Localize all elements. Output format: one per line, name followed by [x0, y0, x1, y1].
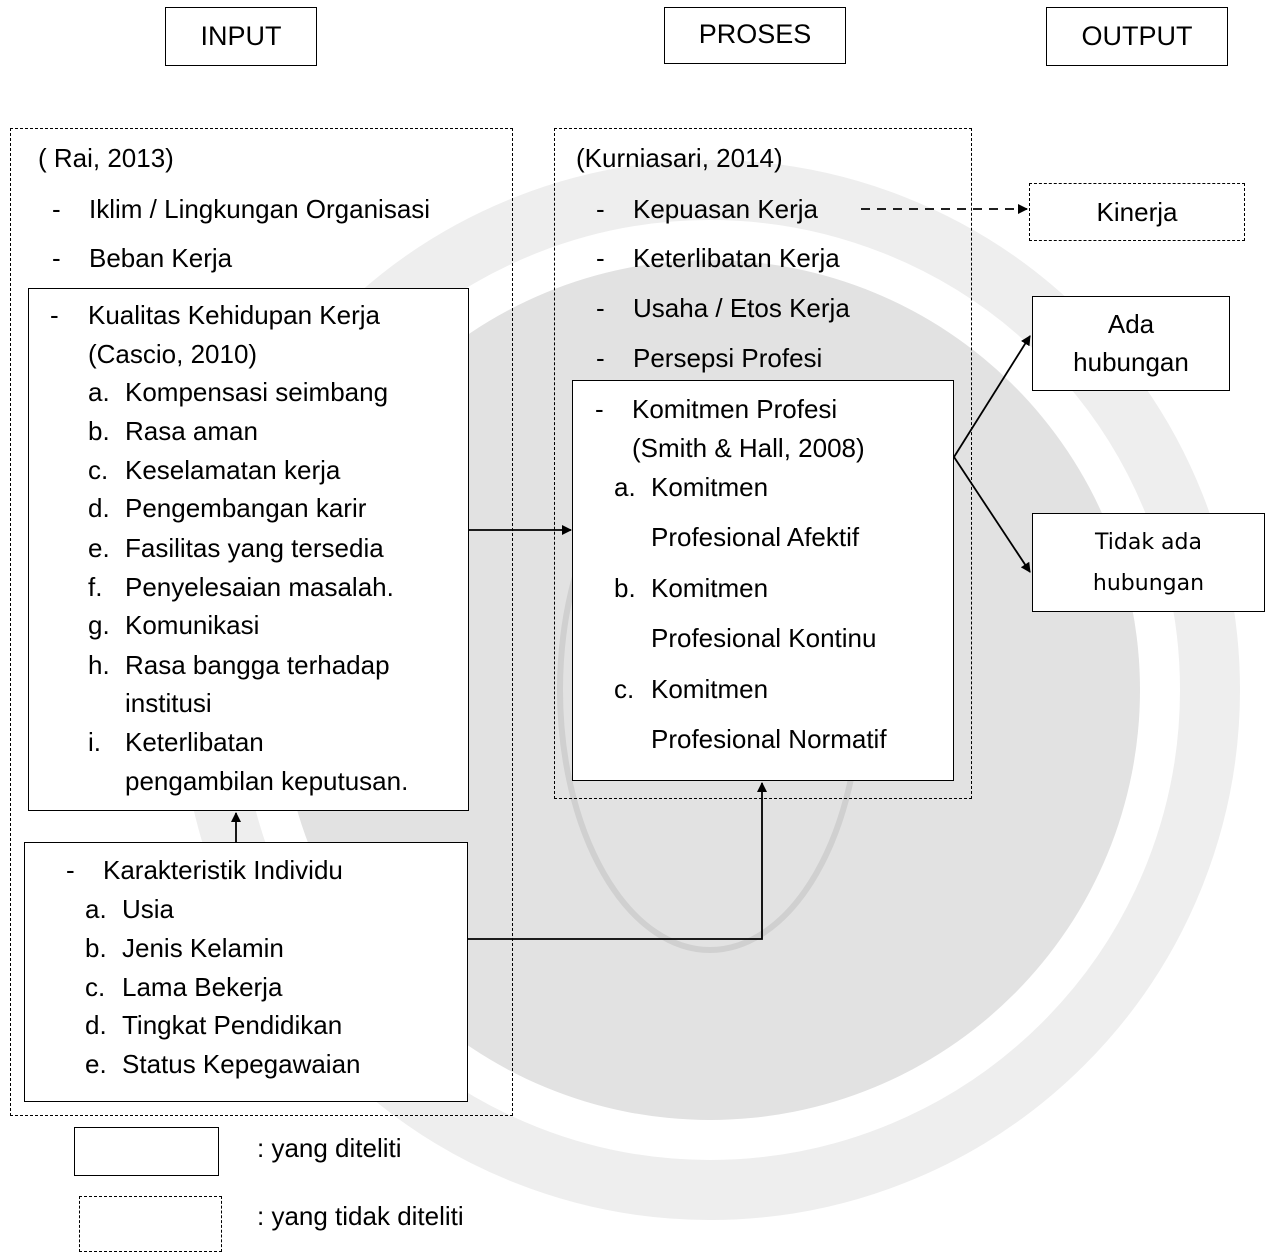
list-letter: c. [88, 455, 109, 485]
legend-solid-box [74, 1127, 219, 1176]
proses-item: Kepuasan Kerja [633, 194, 819, 224]
list-letter: a. [614, 472, 636, 502]
list-item: Tingkat Pendidikan [122, 1010, 343, 1040]
list-item-continued: Profesional Kontinu [651, 623, 877, 653]
list-item: Penyelesaian masalah. [125, 572, 394, 602]
proses-source: (Kurniasari, 2014) [576, 143, 783, 173]
list-letter: a. [88, 377, 110, 407]
list-letter: d. [88, 493, 110, 523]
list-letter: i. [88, 727, 101, 757]
dash: - [596, 194, 605, 224]
list-item: Keselamatan kerja [125, 455, 341, 485]
komitmen-box [572, 380, 954, 781]
list-letter: b. [614, 573, 636, 603]
list-item: Rasa aman [125, 416, 258, 446]
arrow-to-ada-hubungan [953, 335, 1031, 458]
list-item-continued: pengambilan keputusan. [125, 766, 409, 796]
list-letter: b. [88, 416, 110, 446]
list-item: Lama Bekerja [122, 972, 283, 1002]
ada-hubungan-box: Ada hubungan [1032, 296, 1230, 391]
legend-diteliti-label: : yang diteliti [257, 1133, 402, 1163]
list-item: Kompensasi seimbang [125, 377, 389, 407]
output-header-label: OUTPUT [1081, 21, 1193, 51]
individu-title: Karakteristik Individu [103, 855, 343, 885]
list-letter: g. [88, 610, 110, 640]
list-item-continued: Profesional Afektif [651, 522, 860, 552]
input-header-box: INPUT [165, 7, 317, 66]
list-letter: h. [88, 650, 110, 680]
list-item: Pengembangan karir [125, 493, 367, 523]
dash: - [596, 343, 605, 373]
proses-header-box: PROSES [664, 7, 846, 64]
input-source: ( Rai, 2013) [38, 143, 174, 173]
list-item: Usia [122, 894, 175, 924]
list-item: Status Kepegawaian [122, 1049, 361, 1079]
tidak-label-line1: Tidak ada [1095, 530, 1202, 555]
list-item-continued: institusi [125, 688, 212, 718]
list-item: Fasilitas yang tersedia [125, 533, 384, 563]
list-item: Komitmen [651, 674, 769, 704]
dash: - [50, 300, 59, 330]
ada-label-line1: Ada [1107, 309, 1155, 339]
input-item: Beban Kerja [89, 243, 233, 273]
list-letter: b. [85, 933, 107, 963]
input-header-label: INPUT [200, 21, 282, 51]
legend-dashed-box [79, 1196, 222, 1252]
proses-item: Usaha / Etos Kerja [633, 293, 850, 323]
ada-label-line2: hubungan [1073, 347, 1189, 377]
komitmen-title: Komitmen Profesi [632, 394, 838, 424]
dash: - [52, 194, 61, 224]
dash: - [596, 243, 605, 273]
list-item: Komitmen [651, 573, 769, 603]
arrow-individu-to-komitmen [468, 782, 767, 940]
individu-box [24, 842, 468, 1102]
list-letter: e. [88, 533, 110, 563]
dash: - [596, 293, 605, 323]
list-letter: d. [85, 1010, 107, 1040]
dash: - [66, 855, 75, 885]
list-letter: a. [85, 894, 107, 924]
dash: - [595, 394, 604, 424]
list-letter: c. [614, 674, 635, 704]
proses-container [554, 128, 972, 799]
list-item: Keterlibatan [125, 727, 264, 757]
proses-item: Persepsi Profesi [633, 343, 823, 373]
komitmen-source: (Smith & Hall, 2008) [632, 433, 865, 463]
kinerja-box: Kinerja [1029, 183, 1245, 241]
kinerja-label: Kinerja [1096, 197, 1178, 227]
list-item: Komitmen [651, 472, 769, 502]
legend-tidak-diteliti-label: : yang tidak diteliti [257, 1201, 464, 1231]
qwl-box [28, 288, 469, 811]
list-letter: c. [85, 972, 106, 1002]
tidak-label-line2: hubungan [1092, 571, 1205, 596]
tidak-ada-hubungan-box: Tidak ada hubungan [1032, 513, 1265, 612]
dash: - [52, 243, 61, 273]
list-letter: f. [88, 572, 103, 602]
input-item: Iklim / Lingkungan Organisasi [89, 194, 431, 224]
proses-header-label: PROSES [698, 19, 812, 49]
list-letter: e. [85, 1049, 107, 1079]
proses-item: Keterlibatan Kerja [633, 243, 840, 273]
list-item: Jenis Kelamin [122, 933, 284, 963]
input-container [10, 128, 513, 1116]
output-header-box: OUTPUT [1046, 7, 1228, 66]
arrow-to-tidak-ada-hubungan [953, 456, 1031, 573]
list-item: Komunikasi [125, 610, 260, 640]
list-item: Rasa bangga terhadap [125, 650, 390, 680]
list-item-continued: Profesional Normatif [651, 724, 887, 754]
qwl-source: (Cascio, 2010) [88, 339, 258, 369]
qwl-title: Kualitas Kehidupan Kerja [88, 300, 380, 330]
